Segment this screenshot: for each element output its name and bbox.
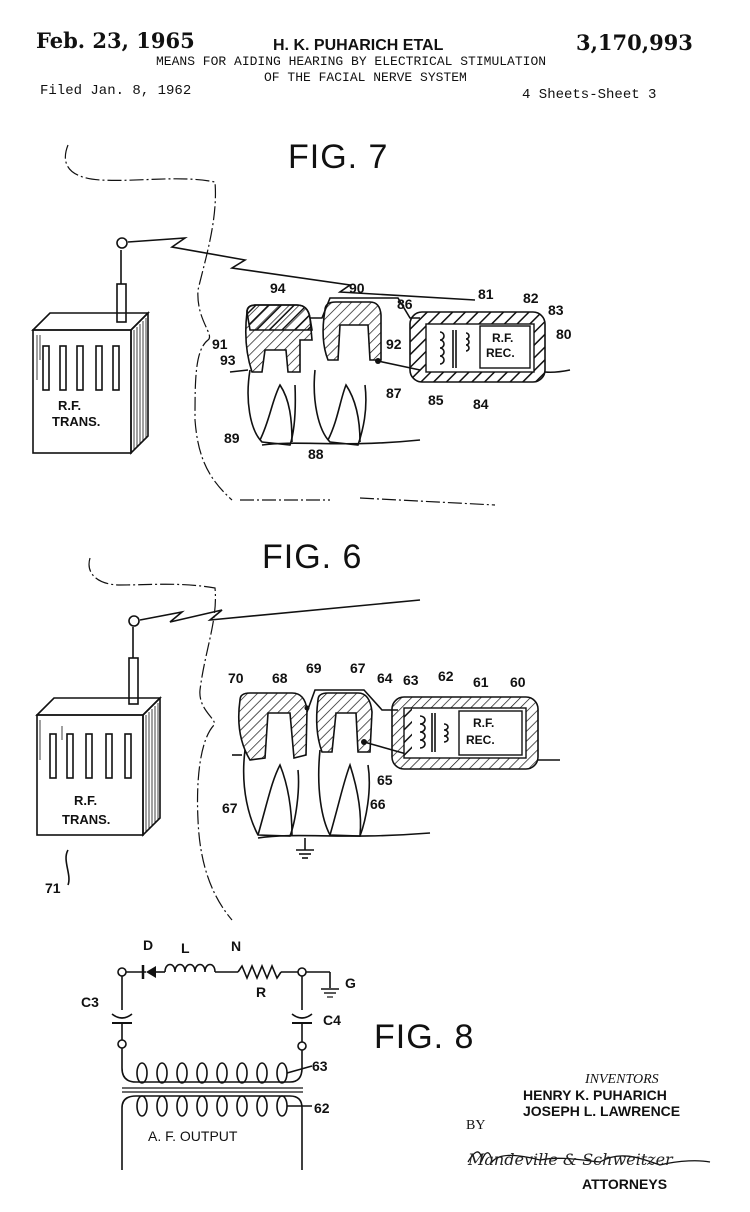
- fig7-teeth: [229, 297, 421, 446]
- fig7-ref-90: 90: [349, 280, 365, 296]
- fig7-radio-signal: [127, 236, 476, 301]
- fig7-transmitter-label-2: TRANS.: [52, 414, 101, 429]
- inductor-L: [164, 963, 216, 973]
- fig8-label-l: L: [181, 940, 190, 956]
- fig7-ref-83: 83: [548, 302, 564, 318]
- fig7-ref-88: 88: [308, 446, 324, 462]
- inventor-name-1: HENRY K. PUHARICH: [523, 1087, 667, 1103]
- inventor-name-2: JOSEPH L. LAWRENCE: [523, 1103, 681, 1119]
- fig6-ref-61: 61: [473, 674, 489, 690]
- fig7-face-outline: [64, 144, 233, 501]
- coil-63: [121, 1048, 303, 1083]
- fig7-title: FIG. 7: [288, 138, 389, 176]
- attorney-signature: Mandeville & Schweitzer: [468, 1150, 673, 1169]
- fig6-transmitter-label-2: TRANS.: [62, 812, 111, 827]
- fig6-ref-70: 70: [228, 670, 244, 686]
- fig6-receiver-label-2: REC.: [466, 733, 495, 747]
- patent-number: 3,170,993: [576, 30, 693, 55]
- filed-date: Filed Jan. 8, 1962: [40, 83, 192, 99]
- fig7-ref-84: 84: [473, 396, 489, 412]
- fig8-label-d: D: [143, 937, 154, 953]
- fig6-ref-63: 63: [403, 672, 419, 688]
- fig6-ref-64: 64: [377, 670, 393, 686]
- fig7-ref-91: 91: [212, 336, 228, 352]
- fig6-title: FIG. 6: [262, 538, 363, 576]
- fig7-ref-94: 94: [270, 280, 286, 296]
- fig7-ref-81: 81: [478, 286, 494, 302]
- patent-title-line1: MEANS FOR AIDING HEARING BY ELECTRICAL S…: [156, 54, 547, 69]
- fig6-ref-67-left: 67: [222, 800, 238, 816]
- fig8-ref-63: 63: [312, 1058, 328, 1074]
- fig6-rf-transmitter: [35, 615, 162, 886]
- fig7-ref-93: 93: [220, 352, 236, 368]
- attorneys-label: ATTORNEYS: [582, 1176, 668, 1192]
- fig7-transmitter-label-1: R.F.: [58, 398, 82, 413]
- fig7-receiver-label-1: R.F.: [492, 331, 514, 345]
- inventor-header: H. K. PUHARICH ETAL: [273, 37, 444, 54]
- af-output-label: A. F. OUTPUT: [148, 1128, 238, 1144]
- fig6-drawing: [35, 557, 560, 921]
- coil-62: [121, 1095, 303, 1170]
- fig8-label-n: N: [231, 938, 242, 954]
- fig8-label-r: R: [256, 984, 267, 1000]
- fig8-label-g: G: [345, 975, 356, 991]
- fig6-ref-67-top: 67: [350, 660, 366, 676]
- fig6-rf-receiver: [391, 696, 560, 770]
- fig7-rf-transmitter: [31, 237, 150, 455]
- fig7-drawing: [31, 144, 571, 506]
- fig6-ref-71: 71: [45, 880, 61, 896]
- fig6-teeth: [232, 689, 431, 859]
- attorney-signature-flourish: [467, 1151, 711, 1166]
- fig8-circuit: [111, 963, 339, 1170]
- fig6-ref-60: 60: [510, 674, 526, 690]
- fig7-ref-82: 82: [523, 290, 539, 306]
- patent-title-line2: OF THE FACIAL NERVE SYSTEM: [264, 70, 467, 85]
- fig8-label-c3: C3: [81, 994, 99, 1010]
- sheet-number: 4 Sheets-Sheet 3: [522, 87, 657, 103]
- fig8-label-c4: C4: [323, 1012, 341, 1028]
- fig7-ref-80: 80: [556, 326, 572, 342]
- fig6-ref-66: 66: [370, 796, 386, 812]
- fig6-ref-65: 65: [377, 772, 393, 788]
- fig6-ref-62: 62: [438, 668, 454, 684]
- by-label: BY: [466, 1118, 486, 1133]
- fig7-ref-87: 87: [386, 385, 402, 401]
- fig6-transmitter-label-1: R.F.: [74, 793, 98, 808]
- patent-date: Feb. 23, 1965: [36, 28, 195, 53]
- fig6-radio-signal: [139, 599, 421, 623]
- resistor-R: [237, 963, 282, 981]
- inventors-heading: INVENTORS: [585, 1072, 659, 1087]
- fig6-ref-68: 68: [272, 670, 288, 686]
- fig8-title: FIG. 8: [374, 1018, 475, 1056]
- fig7-ref-85: 85: [428, 392, 444, 408]
- fig7-receiver-label-2: REC.: [486, 346, 515, 360]
- fig8-ref-62: 62: [314, 1100, 330, 1116]
- fig7-ref-89: 89: [224, 430, 240, 446]
- fig6-receiver-label-1: R.F.: [473, 716, 495, 730]
- fig7-rf-receiver: [409, 311, 571, 383]
- fig6-face-outline: [88, 557, 233, 921]
- fig7-ref-92: 92: [386, 336, 402, 352]
- fig6-ref-69: 69: [306, 660, 322, 676]
- fig7-ref-86: 86: [397, 296, 413, 312]
